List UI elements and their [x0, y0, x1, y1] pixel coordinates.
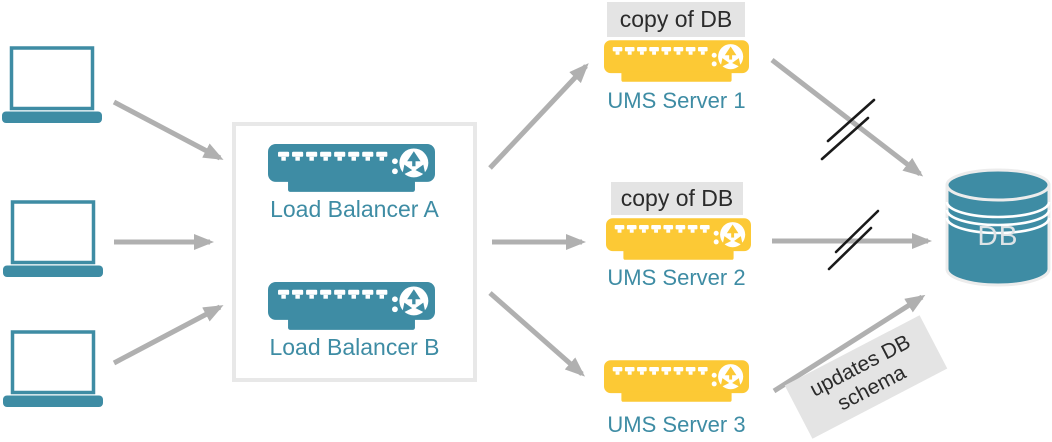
updates-db-schema-note: updates DB schema: [784, 315, 948, 439]
load-balancer-a-label: Load Balancer A: [270, 196, 439, 222]
arrow-ums1-to-db: [770, 58, 924, 177]
laptop-icon: [3, 200, 103, 278]
copy-of-db-badge: copy of DB: [607, 2, 745, 37]
arrow-loadbalancers-to-ums3: [488, 291, 586, 377]
broken-link-slashes-ums2: [827, 209, 880, 271]
load-balancer-b-label: Load Balancer B: [269, 334, 440, 360]
rack-server-icon: [606, 218, 751, 261]
laptop-icon: [3, 330, 103, 408]
load-balancer-group-box: Load Balancer A Load Balancer B: [232, 122, 477, 382]
laptop-icon: [2, 46, 102, 124]
ums-server-3-label: UMS Server 3: [607, 412, 746, 437]
rack-server-icon: [268, 282, 435, 331]
rack-server-icon: [268, 144, 435, 193]
arrow-loadbalancers-to-ums1: [488, 63, 589, 170]
db-label: DB: [977, 220, 1019, 251]
arrow-client3-to-loadbalancers: [112, 304, 224, 366]
rack-server-icon: [604, 360, 749, 403]
copy-of-db-badge: copy of DB: [611, 182, 743, 215]
arrow-client1-to-loadbalancers: [112, 99, 224, 161]
ums-server-2-label: UMS Server 2: [607, 265, 746, 290]
ums-server-1-label: UMS Server 1: [607, 88, 746, 113]
broken-link-slashes-ums1: [820, 98, 876, 161]
rack-server-icon: [604, 40, 749, 83]
